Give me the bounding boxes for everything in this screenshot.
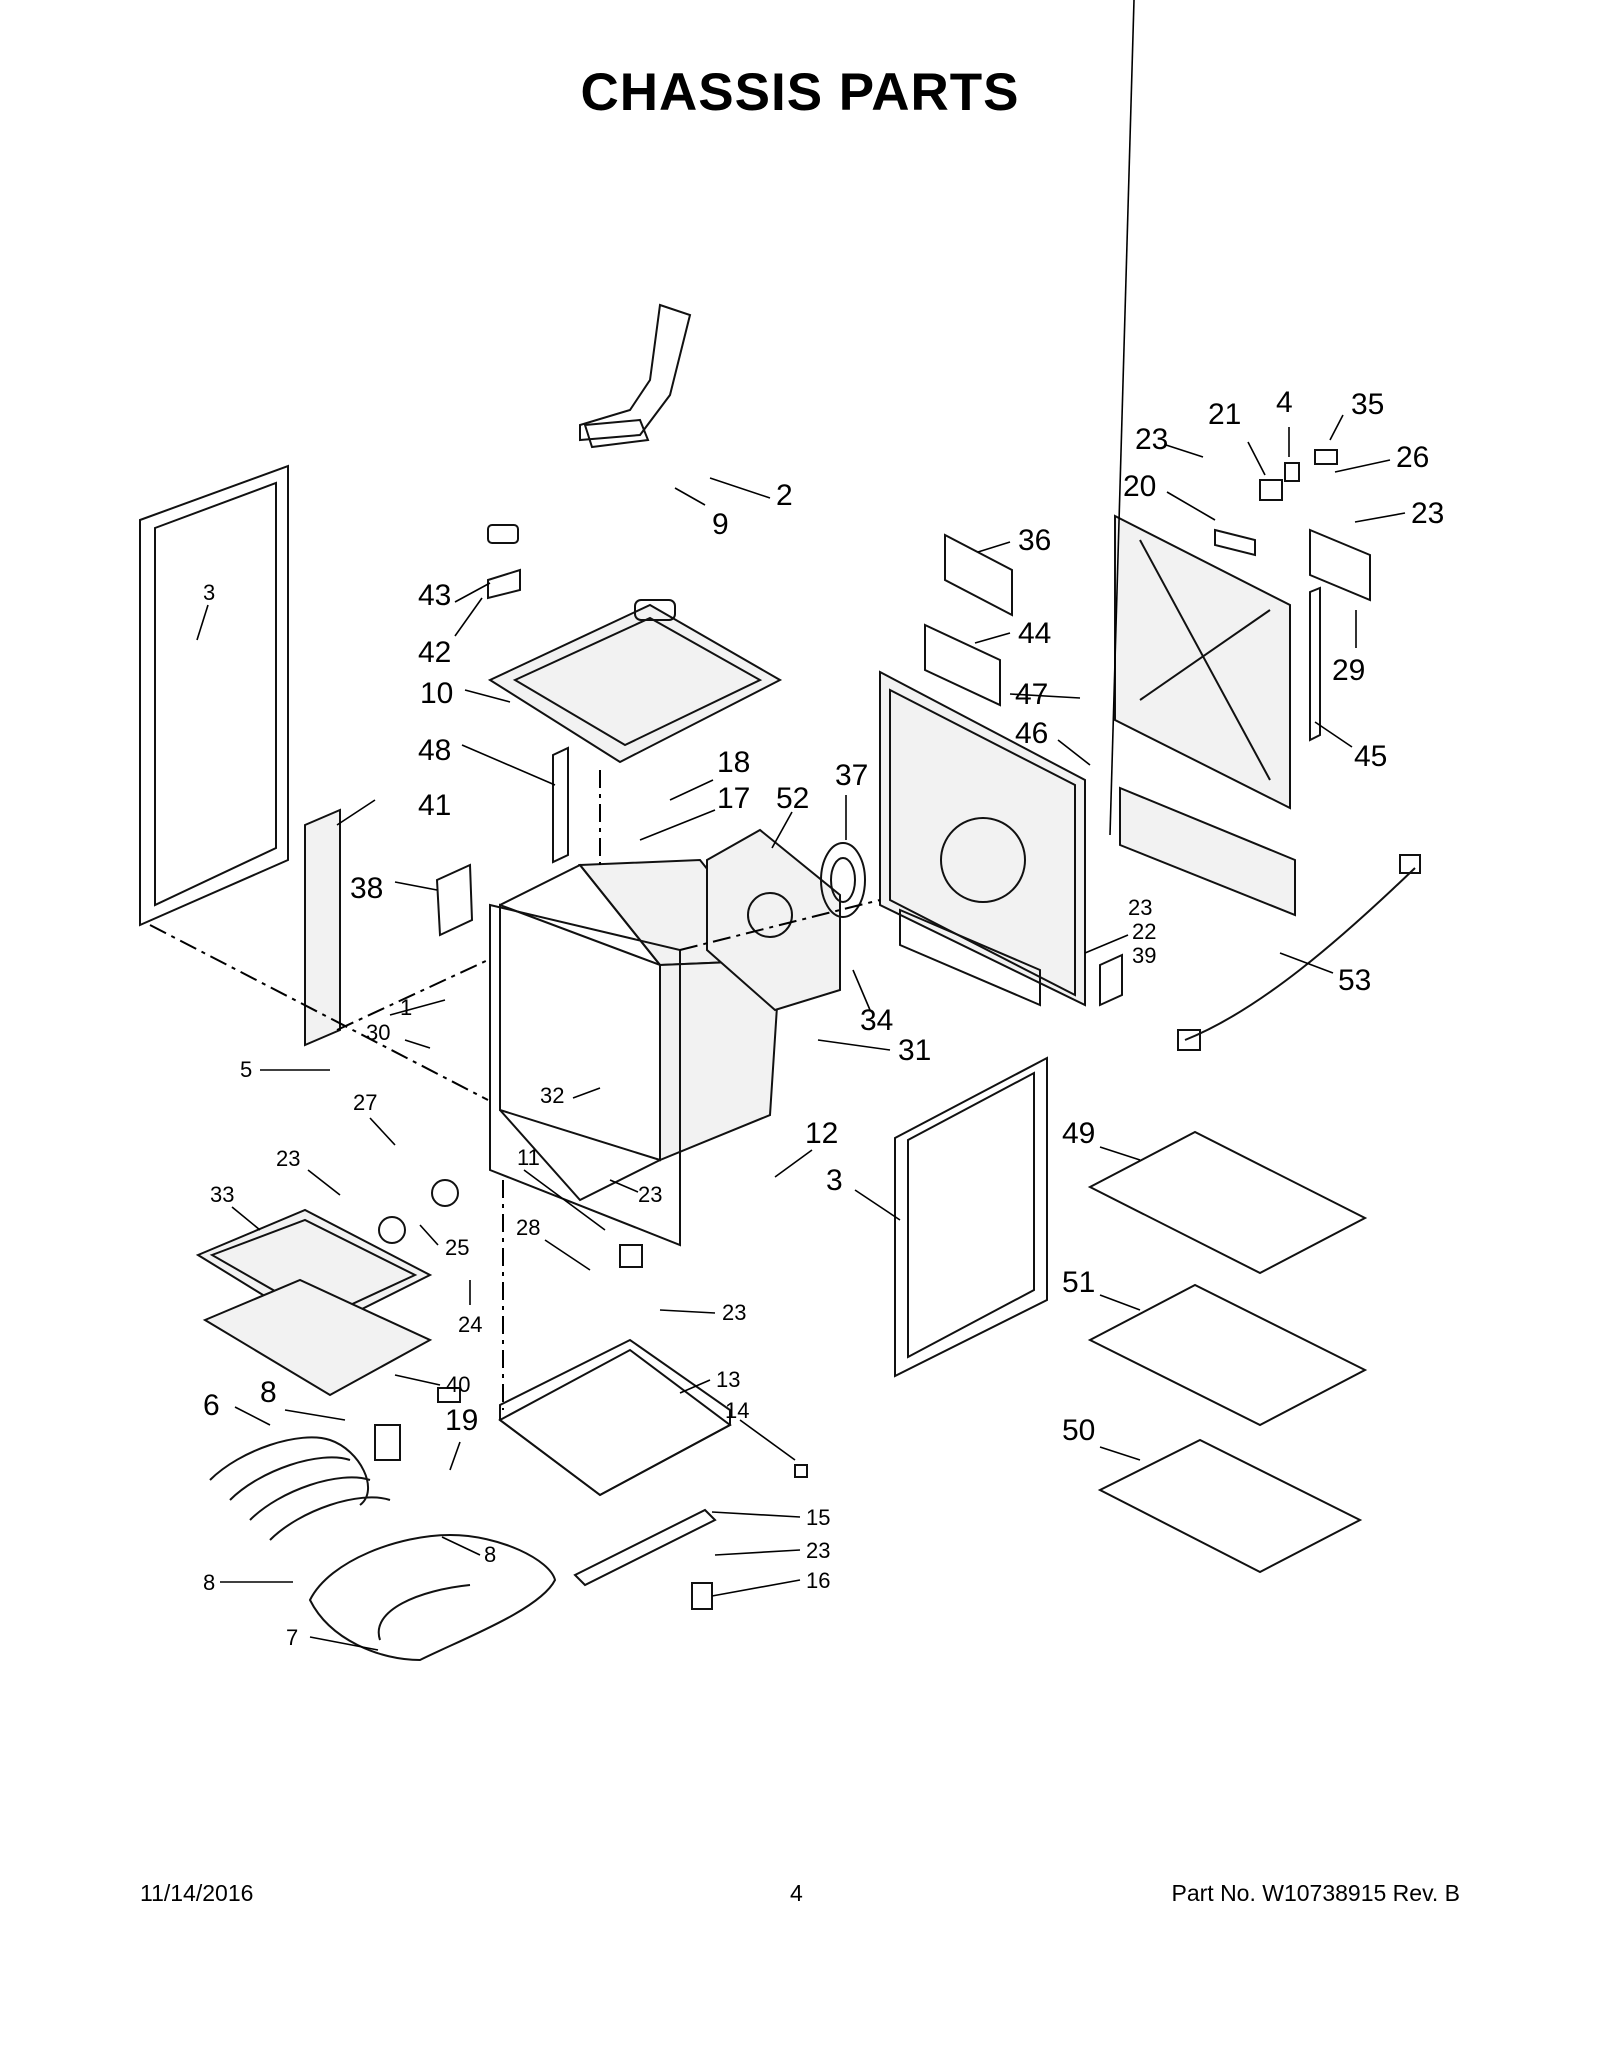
callout-9: 9 — [712, 508, 729, 541]
callout-41: 41 — [418, 789, 451, 822]
callout-22: 22 — [1132, 919, 1156, 944]
drawer-rail — [573, 1508, 717, 1587]
callout-23-front: 23 — [276, 1146, 300, 1171]
callout-37: 37 — [835, 759, 868, 792]
latch-bracket — [435, 863, 474, 937]
drawer-base — [498, 1338, 732, 1497]
power-cord — [1177, 854, 1421, 1051]
callout-15: 15 — [806, 1505, 830, 1530]
callout-5: 5 — [240, 1057, 252, 1082]
lower-rear-cover — [1119, 786, 1296, 917]
callout-23-mid: 23 — [722, 1300, 746, 1325]
callout-53: 53 — [1338, 964, 1371, 997]
callout-23-top-right: 23 — [1411, 497, 1444, 530]
rear-panel — [879, 670, 1086, 1007]
callout-23-rear: 23 — [1128, 895, 1152, 920]
vent-duct — [579, 303, 692, 449]
switch-part — [487, 524, 521, 600]
leader-lines — [196, 0, 1406, 1651]
callout-48: 48 — [418, 734, 451, 767]
callout-25: 25 — [445, 1235, 469, 1260]
callout-8-upper: 8 — [260, 1376, 277, 1409]
callout-40: 40 — [446, 1372, 470, 1397]
callout-7: 7 — [286, 1625, 298, 1650]
callout-47: 47 — [1015, 678, 1048, 711]
callout-51: 51 — [1062, 1266, 1095, 1299]
broil-element — [308, 1533, 557, 1662]
callout-12: 12 — [805, 1117, 838, 1150]
small-hardware — [378, 1179, 808, 1478]
callout-23-cavity: 23 — [638, 1182, 662, 1207]
page-title: CHASSIS PARTS — [580, 63, 1020, 122]
callout-26: 26 — [1396, 441, 1429, 474]
callout-4: 4 — [1276, 386, 1293, 419]
callout-18: 18 — [717, 746, 750, 779]
callout-52: 52 — [776, 782, 809, 815]
callout-50: 50 — [1062, 1414, 1095, 1447]
callout-45: 45 — [1354, 740, 1387, 773]
broil-pan — [195, 1208, 433, 1397]
cord-bracket — [1099, 953, 1123, 1007]
callout-14: 14 — [725, 1398, 749, 1423]
terminal-block — [1214, 449, 1338, 557]
rear-cover — [1114, 514, 1291, 810]
alignment-lines — [149, 770, 881, 1410]
callout-19: 19 — [445, 1404, 478, 1437]
convection-fan — [820, 842, 866, 918]
callout-10: 10 — [420, 677, 453, 710]
callout-3-left: 3 — [203, 580, 215, 605]
callout-29: 29 — [1332, 654, 1365, 687]
callout-23-top-left: 23 — [1135, 423, 1168, 456]
callout-43: 43 — [418, 579, 451, 612]
terminal-cover — [1309, 528, 1371, 602]
callout-39: 39 — [1132, 943, 1156, 968]
callout-27: 27 — [353, 1090, 377, 1115]
callout-38: 38 — [350, 872, 383, 905]
shield-plates — [924, 533, 1013, 707]
callout-8-lower: 8 — [203, 1570, 215, 1595]
callout-24: 24 — [458, 1312, 482, 1337]
front-brace — [304, 808, 341, 1047]
callout-30: 30 — [366, 1020, 390, 1045]
footer-date: 11/14/2016 — [140, 1880, 254, 1906]
part-illustrations — [139, 303, 1421, 1662]
callout-44: 44 — [1018, 617, 1051, 650]
callout-28: 28 — [516, 1215, 540, 1240]
callout-8-mid: 8 — [484, 1542, 496, 1567]
part-callouts: 2 9 43 42 10 48 41 38 3 18 17 52 37 36 4… — [203, 386, 1444, 1650]
callout-13: 13 — [716, 1367, 740, 1392]
side-panel-left — [139, 464, 289, 927]
callout-49: 49 — [1062, 1117, 1095, 1150]
oven-racks — [1087, 1130, 1368, 1574]
callout-42: 42 — [418, 636, 451, 669]
rear-strip — [1309, 586, 1321, 742]
callout-20: 20 — [1123, 470, 1156, 503]
side-panel-right — [894, 1056, 1048, 1378]
callout-2: 2 — [776, 479, 793, 512]
callout-32: 32 — [540, 1083, 564, 1108]
callout-34: 34 — [860, 1004, 893, 1037]
callout-36: 36 — [1018, 524, 1051, 557]
callout-23-lower: 23 — [806, 1538, 830, 1563]
callout-35: 35 — [1351, 388, 1384, 421]
front-frame — [489, 903, 681, 1247]
callout-17: 17 — [717, 782, 750, 815]
callout-33: 33 — [210, 1182, 234, 1207]
footer-part-number: Part No. W10738915 Rev. B — [1171, 1880, 1461, 1906]
leveling-leg — [691, 1582, 713, 1610]
callout-46: 46 — [1015, 717, 1048, 750]
callout-11: 11 — [517, 1145, 540, 1170]
convection-cover — [706, 828, 841, 1012]
callout-3-right: 3 — [826, 1164, 843, 1197]
footer-page-number: 4 — [790, 1880, 803, 1906]
hinge-receiver — [552, 746, 569, 864]
callout-6: 6 — [203, 1389, 220, 1422]
bake-element — [209, 1424, 401, 1541]
top-panel — [487, 599, 783, 764]
callout-21: 21 — [1208, 398, 1241, 431]
callout-31: 31 — [898, 1034, 931, 1067]
callout-16: 16 — [806, 1568, 830, 1593]
callout-1: 1 — [400, 995, 412, 1020]
